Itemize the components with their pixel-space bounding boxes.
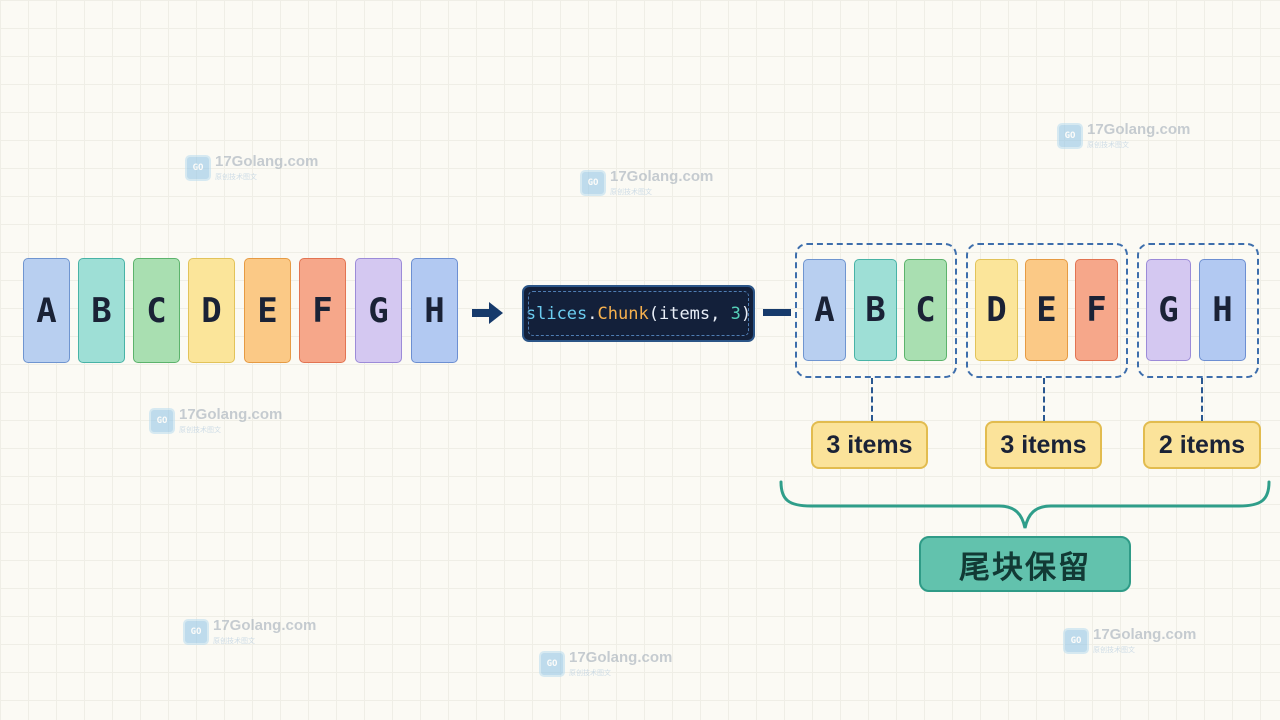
arrow-right-icon (489, 302, 503, 324)
chunk-cell-f: F (1075, 259, 1118, 361)
code-call: slices.Chunk(items, 3) (522, 285, 755, 342)
code-close-paren: ) (740, 303, 752, 324)
watermark: GO 17Golang.com 原创技术图文 (183, 617, 316, 646)
chunk-cell-a: A (803, 259, 846, 361)
watermark-sub: 原创技术图文 (1087, 141, 1129, 149)
chunk-count-3: 2 items (1143, 421, 1261, 469)
golang-logo-icon: GO (185, 154, 211, 181)
chunk-count-1: 3 items (811, 421, 928, 469)
watermark-sub: 原创技术图文 (213, 637, 255, 645)
watermark-name: 17Golang.com (215, 153, 319, 170)
watermark: GO 17Golang.com 原创技术图文 (580, 168, 713, 197)
golang-logo-icon: GO (539, 650, 565, 677)
watermark-name: 17Golang.com (1093, 626, 1197, 643)
arrow-shaft (472, 309, 490, 317)
watermark: GO 17Golang.com 原创技术图文 (149, 406, 282, 435)
code-method: Chunk (597, 303, 649, 324)
chunk-cell-b: B (854, 259, 897, 361)
input-cell-e: E (244, 258, 291, 363)
watermark-sub: 原创技术图文 (215, 173, 257, 181)
chunk-cell-e: E (1025, 259, 1068, 361)
input-cell-h: H (411, 258, 458, 363)
watermark-name: 17Golang.com (179, 406, 283, 423)
curly-brace (779, 480, 1271, 529)
watermark-name: 17Golang.com (1087, 121, 1191, 138)
code-number: 3 (730, 303, 741, 324)
chunk-connector-1 (871, 378, 873, 421)
input-cell-f: F (299, 258, 346, 363)
watermark-name: 17Golang.com (610, 168, 714, 185)
input-cell-a: A (23, 258, 70, 363)
input-cell-b: B (78, 258, 125, 363)
watermark-sub: 原创技术图文 (179, 426, 221, 434)
code-open-paren: ( (648, 303, 659, 324)
golang-logo-icon: GO (1057, 122, 1083, 149)
chunk-connector-2 (1043, 378, 1045, 421)
input-cell-d: D (188, 258, 235, 363)
golang-logo-icon: GO (580, 169, 606, 196)
watermark: GO 17Golang.com 原创技术图文 (185, 153, 318, 182)
input-cell-g: G (355, 258, 402, 363)
watermark-sub: 原创技术图文 (1093, 646, 1135, 654)
golang-logo-icon: GO (1063, 627, 1089, 654)
chunk-group-3 (1137, 243, 1259, 378)
chunk-cell-h: H (1199, 259, 1246, 361)
watermark-sub: 原创技术图文 (569, 669, 611, 677)
chunk-group-1 (795, 243, 957, 378)
watermark: GO 17Golang.com 原创技术图文 (1063, 626, 1196, 655)
chunk-cell-g: G (1146, 259, 1191, 361)
chunk-count-2: 3 items (985, 421, 1102, 469)
watermark-name: 17Golang.com (569, 649, 673, 666)
chunk-cell-d: D (975, 259, 1018, 361)
watermark-name: 17Golang.com (213, 617, 317, 634)
watermark: GO 17Golang.com 原创技术图文 (539, 649, 672, 678)
chunk-group-2 (966, 243, 1128, 378)
golang-logo-icon: GO (149, 407, 175, 434)
output-connector (763, 309, 791, 316)
chunk-connector-3 (1201, 378, 1203, 421)
code-dot: . (587, 303, 598, 324)
tail-chunk-label: 尾块保留 (919, 536, 1131, 592)
input-cell-c: C (133, 258, 180, 363)
watermark: GO 17Golang.com 原创技术图文 (1057, 121, 1190, 150)
code-package: slices (525, 303, 588, 324)
chunk-cell-c: C (904, 259, 947, 361)
golang-logo-icon: GO (183, 618, 209, 645)
watermark-sub: 原创技术图文 (610, 188, 652, 196)
code-args: items, (658, 303, 731, 324)
